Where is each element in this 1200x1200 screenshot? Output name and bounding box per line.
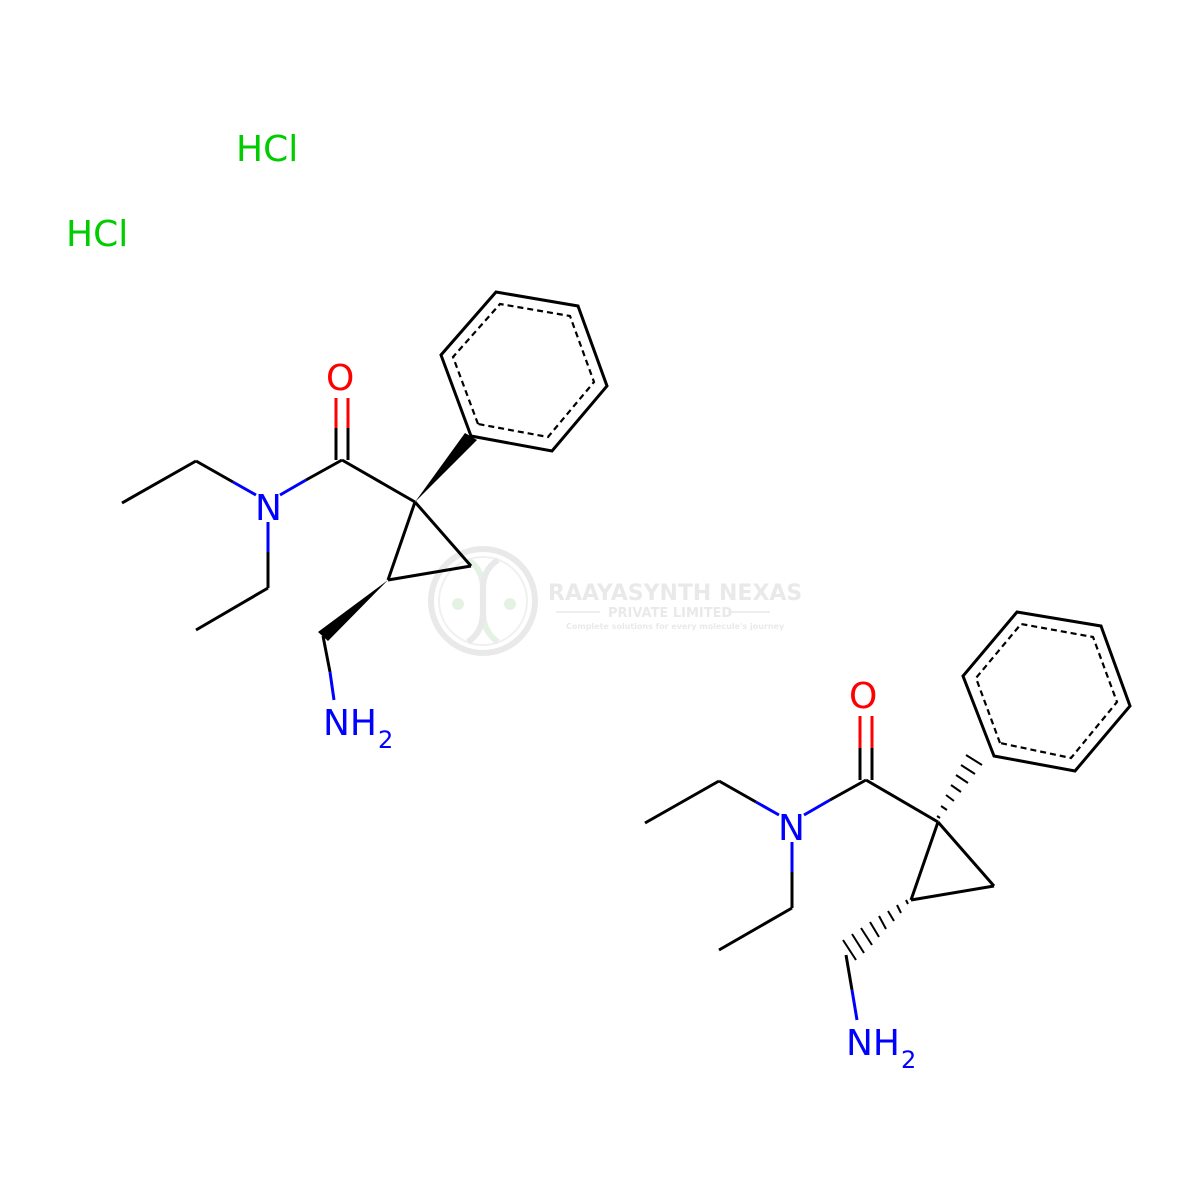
- atom-o-carbonyl: O: [849, 676, 877, 717]
- watermark-subtitle: PRIVATE LIMITED: [608, 606, 733, 621]
- salt-hcl-2: HCl: [66, 214, 128, 255]
- atom-n-amide: N: [255, 488, 282, 529]
- atom-o-carbonyl: O: [326, 358, 354, 399]
- atom-nh2-label: NH: [846, 1023, 900, 1064]
- atom-n-amide: N: [778, 808, 805, 849]
- watermark: RAAYASYNTH NEXAS PRIVATE LIMITED Complet…: [428, 546, 802, 656]
- molecule-2: N O NH 2: [644, 610, 1132, 1074]
- salt-hcl-1: HCl: [236, 129, 298, 170]
- atom-nh2-subscript: 2: [378, 726, 393, 754]
- atom-nh2-subscript: 2: [901, 1046, 916, 1074]
- watermark-name: RAAYASYNTH NEXAS: [548, 581, 802, 606]
- atom-nh2-label: NH: [323, 703, 377, 744]
- dna-helix-logo-icon: [428, 546, 538, 656]
- molecule-1: N O NH 2: [121, 290, 609, 754]
- watermark-tagline: Complete solutions for every molecule's …: [566, 622, 785, 631]
